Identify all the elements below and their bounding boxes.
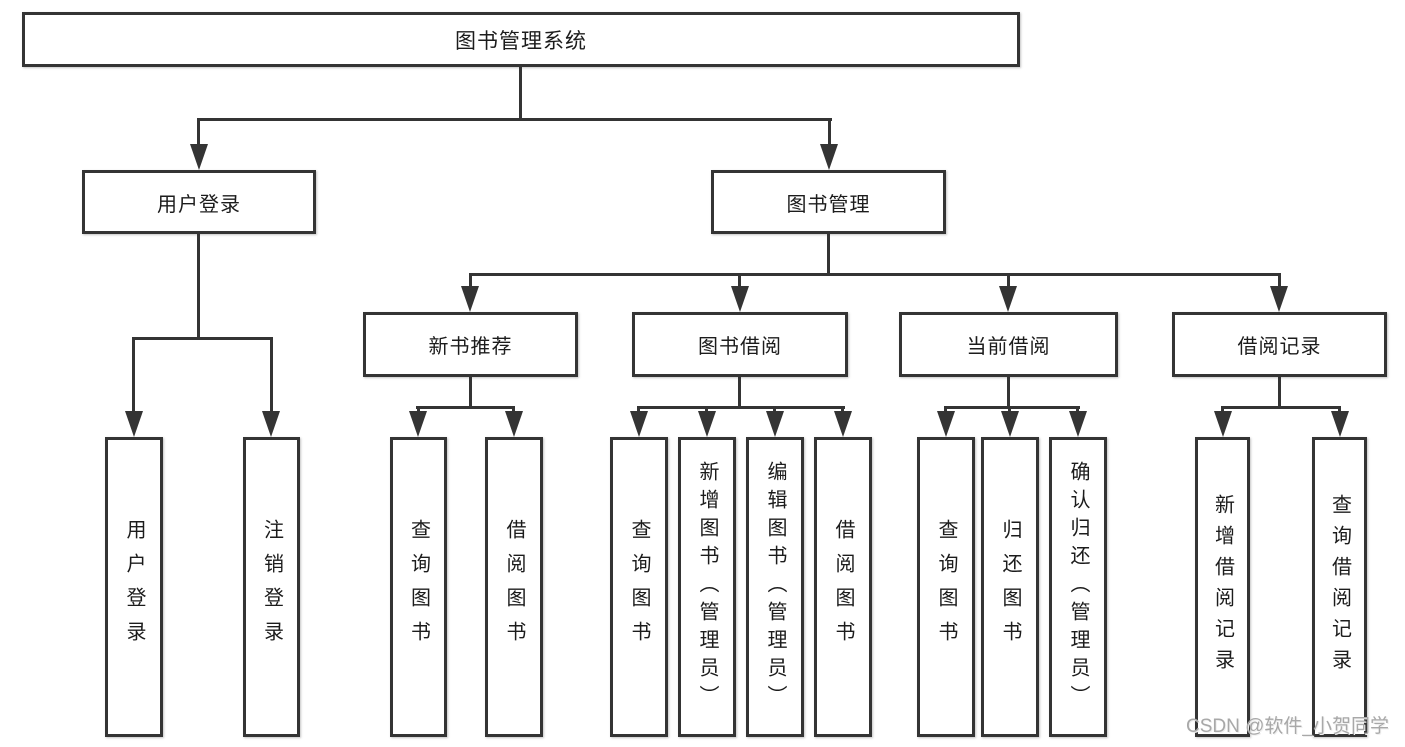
node-label: 查询借阅记录 xyxy=(1328,494,1351,680)
connector-book-mgmt-branch xyxy=(469,273,1281,276)
node-leaf-nbr-query-books: 查询图书 xyxy=(390,437,447,737)
node-leaf-cb-return-books: 归还图书 xyxy=(981,437,1039,737)
connector-new-book-rec-branch xyxy=(416,406,515,409)
node-leaf-user-login: 用户登录 xyxy=(105,437,163,737)
node-leaf-br-query-record: 查询借阅记录 xyxy=(1312,437,1367,737)
connector-root-stem xyxy=(519,67,522,120)
node-label: 新书推荐 xyxy=(428,336,513,358)
connector-to-bb-add xyxy=(705,406,708,414)
node-library-management-system: 图书管理系统 xyxy=(22,12,1020,67)
connector-user-login-stem xyxy=(197,234,200,339)
arrowhead-bb-borrow xyxy=(834,411,852,437)
node-label: 用户登录 xyxy=(123,519,145,655)
node-label: 查询图书 xyxy=(407,519,430,655)
connector-borrow-records-stem xyxy=(1278,377,1281,408)
node-leaf-cb-confirm-return-admin: 确认归还（管理员） xyxy=(1049,437,1107,737)
arrowhead-borrow-records xyxy=(1270,286,1288,312)
node-label: 归还图书 xyxy=(999,519,1021,655)
connector-root-branch xyxy=(197,118,832,121)
node-label: 当前借阅 xyxy=(966,336,1051,358)
arrowhead-br-add xyxy=(1214,411,1232,437)
connector-to-cb-return xyxy=(1008,406,1011,414)
node-leaf-bb-add-books-admin: 新增图书（管理员） xyxy=(678,437,736,737)
connector-to-book-mgmt xyxy=(828,118,831,146)
watermark-text: CSDN @软件_小贺同学 xyxy=(1186,716,1389,737)
node-label: 注销登录 xyxy=(260,519,283,655)
node-leaf-logout: 注销登录 xyxy=(243,437,300,737)
arrowhead-logout-leaf xyxy=(262,411,280,437)
connector-book-borrow-stem xyxy=(738,377,741,408)
connector-to-br-query xyxy=(1338,406,1341,414)
connector-book-borrow-branch xyxy=(637,406,845,409)
connector-borrow-records-branch xyxy=(1221,406,1341,409)
connector-to-bb-edit xyxy=(773,406,776,414)
node-leaf-bb-query-books: 查询图书 xyxy=(610,437,668,737)
arrowhead-cb-query xyxy=(937,411,955,437)
node-current-borrow: 当前借阅 xyxy=(899,312,1118,377)
arrowhead-book-mgmt xyxy=(820,144,838,170)
connector-to-nbr-borrow xyxy=(512,406,515,414)
connector-to-borrow-records xyxy=(1278,273,1281,288)
connector-to-new-book-rec xyxy=(469,273,472,288)
node-label: 图书管理 xyxy=(786,193,871,216)
arrowhead-login-leaf xyxy=(125,411,143,437)
arrowhead-cb-return xyxy=(1001,411,1019,437)
node-label: 查询图书 xyxy=(935,519,957,655)
node-label: 借阅记录 xyxy=(1237,336,1322,358)
node-label: 确认归还（管理员） xyxy=(1067,461,1089,713)
node-new-book-rec: 新书推荐 xyxy=(363,312,578,377)
node-label: 用户登录 xyxy=(157,193,241,216)
node-leaf-bb-edit-books-admin: 编辑图书（管理员） xyxy=(746,437,804,737)
connector-to-cb-query xyxy=(944,406,947,414)
connector-to-bb-query xyxy=(637,406,640,414)
node-book-mgmt: 图书管理 xyxy=(711,170,946,234)
node-label: 图书管理系统 xyxy=(455,29,587,53)
node-label: 借阅图书 xyxy=(503,519,525,655)
arrowhead-user-login xyxy=(190,144,208,170)
node-leaf-br-add-record: 新增借阅记录 xyxy=(1195,437,1250,737)
arrowhead-cb-confirm xyxy=(1069,411,1087,437)
node-label: 图书借阅 xyxy=(698,336,782,358)
arrowhead-current-borrow xyxy=(999,286,1017,312)
connector-to-bb-borrow xyxy=(841,406,844,414)
arrowhead-nbr-query xyxy=(409,411,427,437)
arrowhead-new-book-rec xyxy=(461,286,479,312)
connector-to-login-leaf xyxy=(132,337,135,413)
connector-to-br-add xyxy=(1221,406,1224,414)
node-label: 编辑图书（管理员） xyxy=(764,461,786,713)
connector-current-borrow-branch xyxy=(944,406,1080,409)
node-label: 新增借阅记录 xyxy=(1211,494,1234,680)
arrowhead-br-query xyxy=(1331,411,1349,437)
node-borrow-records: 借阅记录 xyxy=(1172,312,1387,377)
connector-to-nbr-query xyxy=(417,406,420,414)
connector-user-login-branch xyxy=(132,337,273,340)
arrowhead-bb-add xyxy=(698,411,716,437)
arrowhead-nbr-borrow xyxy=(505,411,523,437)
connector-current-borrow-stem xyxy=(1007,377,1010,408)
node-label: 新增图书（管理员） xyxy=(696,461,718,713)
node-label: 查询图书 xyxy=(628,519,650,655)
node-label: 借阅图书 xyxy=(832,519,854,655)
node-user-login: 用户登录 xyxy=(82,170,316,234)
connector-to-logout-leaf xyxy=(270,337,273,413)
node-book-borrow: 图书借阅 xyxy=(632,312,848,377)
connector-to-book-borrow xyxy=(738,273,741,288)
connector-to-current-borrow xyxy=(1007,273,1010,288)
connector-to-cb-confirm xyxy=(1076,406,1079,414)
connector-to-user-login xyxy=(197,118,200,146)
node-leaf-cb-query-books: 查询图书 xyxy=(917,437,975,737)
arrowhead-bb-query xyxy=(630,411,648,437)
node-leaf-bb-borrow-books: 借阅图书 xyxy=(814,437,872,737)
connector-new-book-rec-stem xyxy=(469,377,472,408)
arrowhead-bb-edit xyxy=(766,411,784,437)
node-leaf-nbr-borrow-books: 借阅图书 xyxy=(485,437,543,737)
arrowhead-book-borrow xyxy=(731,286,749,312)
connector-book-mgmt-stem xyxy=(827,234,830,275)
